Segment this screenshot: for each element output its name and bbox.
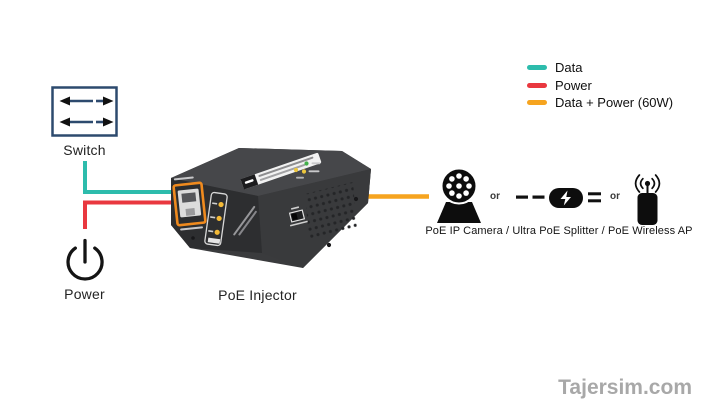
- legend-swatch-data: [527, 65, 547, 70]
- legend-item-data: Data: [527, 60, 673, 75]
- injector-model-text: [233, 205, 257, 236]
- injector-top-label: [240, 152, 322, 190]
- switch-arrows-icon: [51, 86, 118, 137]
- legend-swatch-data-power: [527, 100, 547, 105]
- connection-line-power: [83, 200, 200, 229]
- connection-line-data: [83, 161, 200, 194]
- injector-label: PoE Injector: [218, 287, 297, 303]
- camera-led-dots: [446, 173, 472, 199]
- rj45-port: [172, 176, 207, 231]
- or-text-2: or: [610, 191, 620, 202]
- ultra-poe-splitter-icon: [516, 188, 601, 208]
- injector-port-leds: [204, 191, 228, 247]
- legend-swatch-power: [527, 82, 547, 88]
- legend: Data Power Data + Power (60W): [527, 60, 674, 114]
- watermark: Tajersim.com: [558, 376, 692, 399]
- switch-label: Switch: [63, 142, 106, 158]
- poe-wireless-ap-icon: [634, 174, 661, 225]
- screw-dots: [191, 196, 359, 248]
- power-symbol-icon: [66, 238, 104, 281]
- or-text-1: or: [490, 191, 500, 202]
- legend-label-data-power: Data + Power (60W): [555, 95, 674, 110]
- legend-label-power: Power: [555, 77, 592, 93]
- poe-ip-camera-icon: [437, 167, 481, 223]
- legend-item-data-power: Data + Power (60W): [527, 95, 674, 110]
- injector-vents: [305, 182, 357, 241]
- injector-dip-switch: [288, 206, 308, 227]
- arrow-heads: [59, 96, 114, 127]
- wifi-waves-icon: [634, 174, 661, 193]
- poe-injector-device: [171, 148, 371, 268]
- lightning-bolt-icon: [560, 190, 571, 206]
- injector-status-leds: [293, 161, 321, 179]
- legend-item-power: Power: [527, 77, 673, 93]
- legend-label-data: Data: [555, 60, 583, 75]
- power-label: Power: [64, 286, 105, 302]
- devices-caption: PoE IP Camera / Ultra PoE Splitter / PoE…: [425, 225, 693, 237]
